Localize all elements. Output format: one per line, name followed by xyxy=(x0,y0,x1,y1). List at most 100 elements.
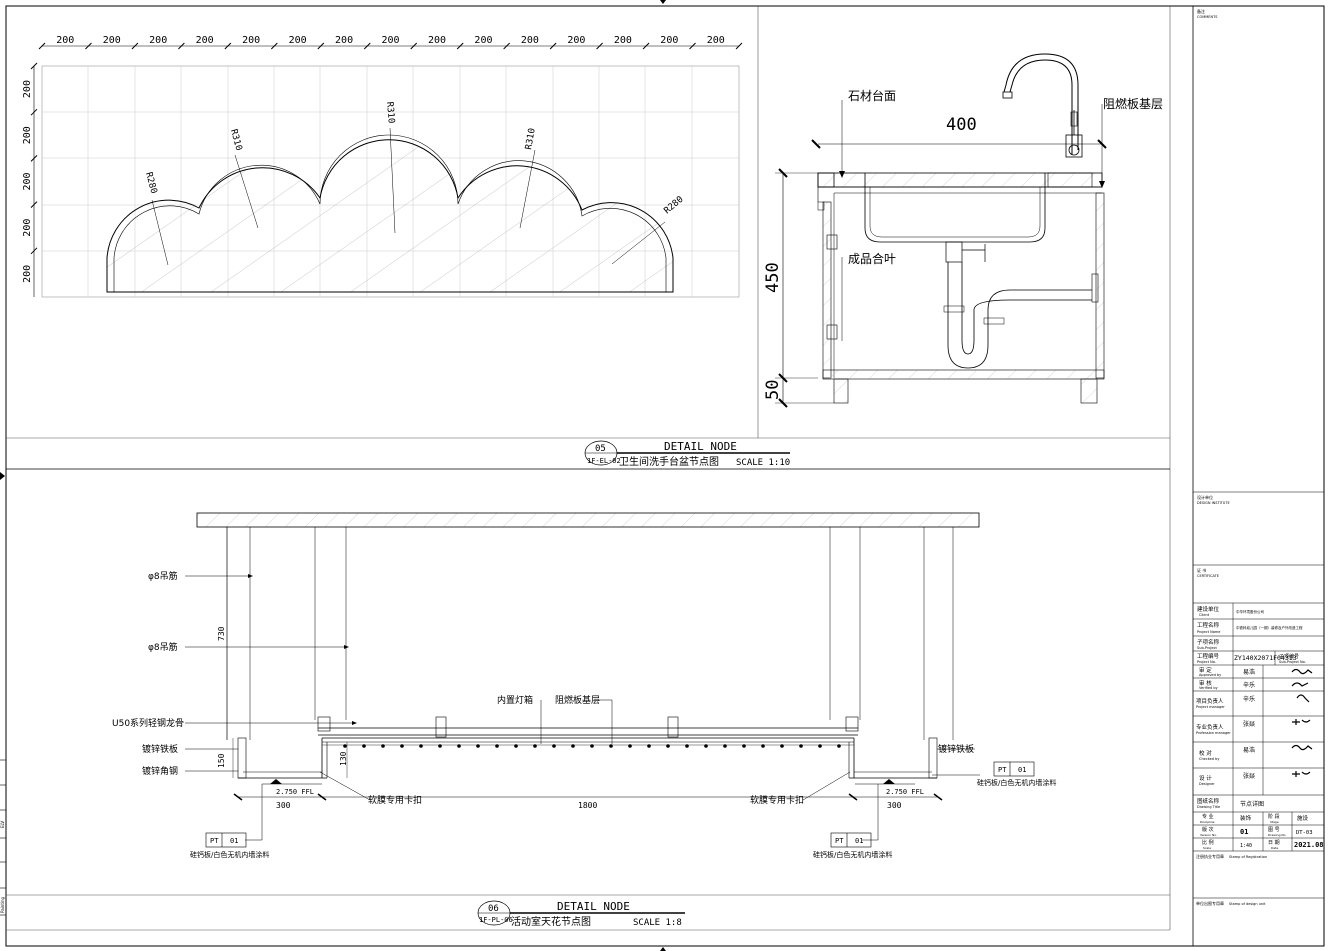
dim-130: 130 xyxy=(339,751,348,766)
detail-06-title-text: 活动室天花节点图 xyxy=(511,915,591,928)
top-dim-label: 200 xyxy=(335,35,353,46)
top-dim-label: 200 xyxy=(56,35,74,46)
pt-num-1: 01 xyxy=(230,837,238,845)
dim-tick xyxy=(410,42,418,50)
ffl-label-right: 2.750 FFL xyxy=(886,788,924,796)
led-dot xyxy=(685,744,689,748)
top-dim-label: 200 xyxy=(428,35,446,46)
svg-text:Version No.: Version No. xyxy=(1200,833,1217,837)
led-dot xyxy=(666,744,670,748)
dim-tick xyxy=(503,42,511,50)
svg-text:中华环境股份公司: 中华环境股份公司 xyxy=(1236,609,1264,614)
elv-label: ELV xyxy=(0,821,5,828)
top-dim-label: 200 xyxy=(614,35,632,46)
dim-tick xyxy=(735,42,743,50)
radius-label-5: R280 xyxy=(663,195,686,217)
led-dot xyxy=(552,744,556,748)
led-dot xyxy=(495,744,499,748)
top-dim-label: 200 xyxy=(289,35,307,46)
led-dot xyxy=(438,744,442,748)
clip-label-left: 软膜专用卡扣 xyxy=(368,794,422,806)
svg-text:Checked by: Checked by xyxy=(1199,757,1219,761)
svg-text:张燚: 张燚 xyxy=(1243,720,1255,728)
fire-board-label-06: 阻燃板基层 xyxy=(555,694,600,706)
svg-text:日 期: 日 期 xyxy=(1268,840,1280,846)
detail-06-number: 06 xyxy=(488,904,499,914)
svg-text:Project Name: Project Name xyxy=(1197,630,1220,634)
svg-text:证 书: 证 书 xyxy=(1197,567,1206,573)
detail-05-heading: DETAIL NODE xyxy=(664,440,737,453)
svg-text:工程编号: 工程编号 xyxy=(1197,652,1220,660)
svg-text:Client: Client xyxy=(1199,613,1210,617)
led-dot xyxy=(514,744,518,748)
svg-text:设计单位: 设计单位 xyxy=(1197,494,1213,500)
dim-tick xyxy=(317,42,325,50)
ceiling-section xyxy=(185,512,1035,848)
led-dot xyxy=(818,744,822,748)
led-dot xyxy=(837,744,841,748)
dim-tick xyxy=(131,42,139,50)
dim-tick xyxy=(30,247,38,255)
svg-text:Drawing No.: Drawing No. xyxy=(1268,833,1286,837)
detail-06-title: 06 1F-PL-06 DETAIL NODE 活动室天花节点图 SCALE 1… xyxy=(477,900,685,928)
svg-text:Discipline: Discipline xyxy=(1200,820,1215,824)
dim-300-left: 300 xyxy=(276,801,291,810)
svg-text:图 号: 图 号 xyxy=(1268,827,1280,833)
hanger-rod-label-1: φ8吊筋 xyxy=(148,570,178,582)
keel-label: U50系列轻钢龙骨 xyxy=(112,717,184,729)
led-dot xyxy=(571,744,575,748)
detail-05-title: 05 1F-EL-02 DETAIL NODE 卫生间洗手台盆节点图 SCALE… xyxy=(584,440,790,468)
dim-450: 450 xyxy=(763,262,783,293)
svg-text:张燚: 张燚 xyxy=(1243,772,1255,780)
galv-sheet-label-right: 镀锌铁板 xyxy=(938,743,974,755)
dim-tick xyxy=(363,42,371,50)
paint-note-1: 硅钙板/白色无机内墙涂料 xyxy=(190,850,269,859)
svg-text:ZY140X2071F04313: ZY140X2071F04313 xyxy=(1234,654,1297,662)
led-dot xyxy=(647,744,651,748)
light-box-label: 内置灯箱 xyxy=(497,694,533,706)
svg-text:Verified by: Verified by xyxy=(1199,686,1218,690)
svg-text:Stage: Stage xyxy=(1270,820,1279,824)
svg-text:比 例: 比 例 xyxy=(1202,839,1214,846)
led-dot xyxy=(362,744,366,748)
fire-board-label-05: 阻燃板基层 xyxy=(1103,96,1163,111)
svg-text:COMMENTS: COMMENTS xyxy=(1197,15,1218,19)
radius-label-1: R280 xyxy=(143,171,158,195)
svg-text:DESIGN INSTITUTE: DESIGN INSTITUTE xyxy=(1197,501,1230,505)
dim-tick xyxy=(30,62,38,70)
svg-text:01: 01 xyxy=(1240,828,1248,836)
svg-text:DT-03: DT-03 xyxy=(1296,830,1313,836)
svg-text:节点详图: 节点详图 xyxy=(1240,800,1264,808)
svg-text:子项名称: 子项名称 xyxy=(1197,638,1220,646)
led-dot xyxy=(799,744,803,748)
svg-text:Project No.: Project No. xyxy=(1197,660,1216,664)
led-dot xyxy=(400,744,404,748)
ffl-label-left: 2.750 FFL xyxy=(276,788,314,796)
svg-text:项目负责人: 项目负责人 xyxy=(1196,697,1224,705)
led-dot xyxy=(628,744,632,748)
dim-tick xyxy=(30,155,38,162)
svg-text:阶 段: 阶 段 xyxy=(1268,813,1280,820)
basin-section xyxy=(775,53,1105,404)
led-dot xyxy=(419,744,423,748)
top-dim-label: 200 xyxy=(149,35,167,46)
top-dim-label: 200 xyxy=(382,35,400,46)
pt-num-3: 01 xyxy=(1018,766,1026,774)
svg-text:专 业: 专 业 xyxy=(1202,813,1214,820)
galv-angle-label: 镀锌角钢 xyxy=(142,765,178,777)
dim-tick xyxy=(689,42,696,50)
signatures xyxy=(1291,668,1313,777)
svg-text:单位出图专用章: 单位出图专用章 xyxy=(1196,900,1224,906)
svg-text:审 核: 审 核 xyxy=(1199,679,1212,687)
led-dot xyxy=(742,744,746,748)
detail-05-title-text: 卫生间洗手台盆节点图 xyxy=(619,455,719,468)
svg-text:中铁科幼儿园（一期）装修及户外改造工程: 中铁科幼儿园（一期）装修及户外改造工程 xyxy=(1236,625,1303,630)
hinge-label: 成品合叶 xyxy=(848,251,896,266)
galv-sheet-label-left: 镀锌铁板 xyxy=(142,743,178,755)
svg-text:Stamp of Registration: Stamp of Registration xyxy=(1229,855,1267,859)
top-dim-label: 200 xyxy=(707,35,725,46)
svg-text:Date: Date xyxy=(1271,846,1278,850)
dim-1800: 1800 xyxy=(578,801,597,810)
svg-text:工程名称: 工程名称 xyxy=(1197,621,1220,629)
